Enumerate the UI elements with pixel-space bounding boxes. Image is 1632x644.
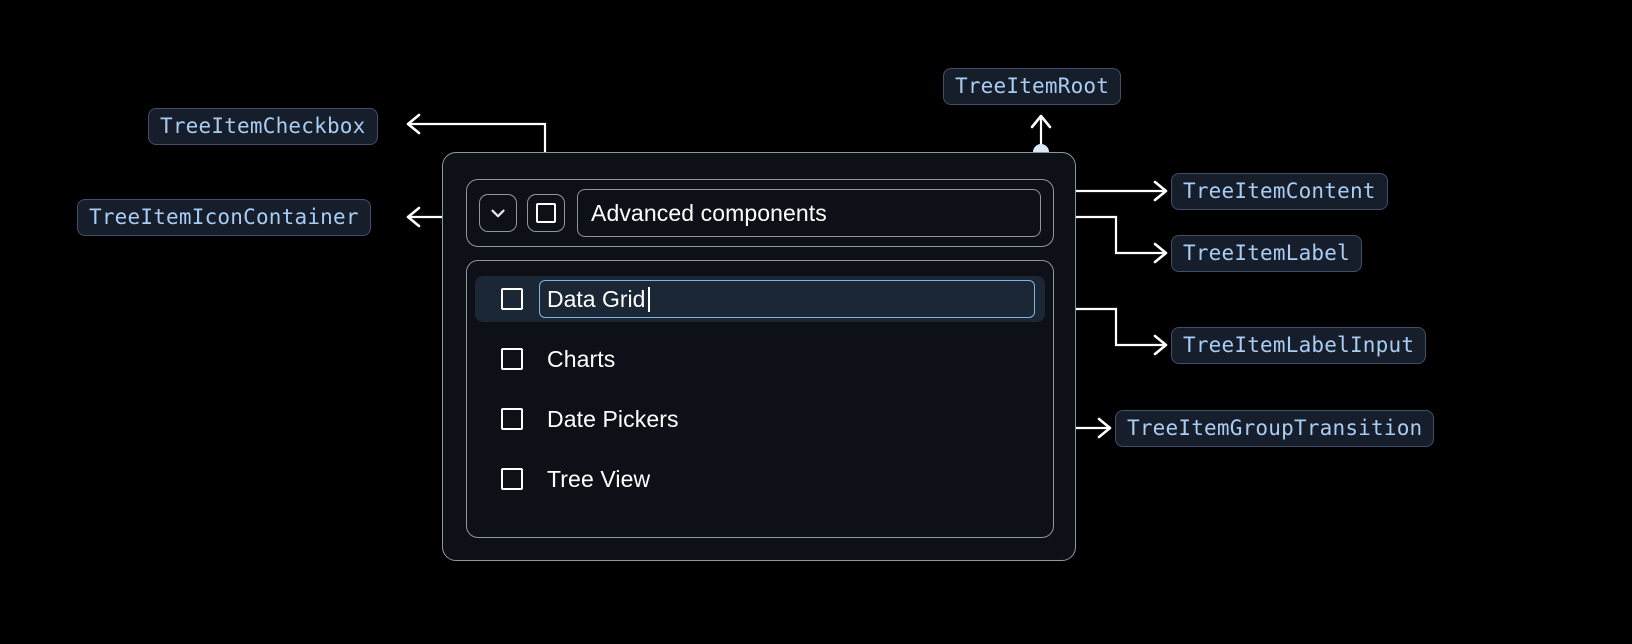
arrowhead-checkbox <box>406 113 421 135</box>
annotation-chip-tree-item-content: TreeItemContent <box>1171 173 1388 210</box>
tree-item-label-text: Advanced components <box>591 199 827 226</box>
tree-item-label-input-value: Data Grid <box>547 285 646 312</box>
tree-item-icon-container[interactable] <box>479 194 517 232</box>
annotation-chip-label: TreeItemGroupTransition <box>1127 416 1423 440</box>
tree-item-row-data-grid[interactable]: Data Grid <box>475 276 1045 322</box>
annotation-chip-label: TreeItemRoot <box>955 74 1110 98</box>
tree-item-label[interactable]: Advanced components <box>577 189 1041 237</box>
tree-item-content[interactable]: Advanced components <box>466 179 1054 247</box>
annotation-chip-label: TreeItemCheckbox <box>160 114 366 138</box>
tree-item-label: Date Pickers <box>547 405 679 432</box>
chevron-down-icon <box>491 209 505 218</box>
annotation-chip-label: TreeItemContent <box>1183 179 1376 203</box>
tree-item-checkbox[interactable] <box>527 194 565 232</box>
tree-item-label: Charts <box>547 345 616 372</box>
tree-item-label: Tree View <box>547 465 651 492</box>
arrowhead-group-transition <box>1097 417 1112 439</box>
tree-item-label-input[interactable]: Data Grid <box>539 280 1035 318</box>
tree-item-checkbox[interactable] <box>501 288 523 310</box>
annotation-chip-label: TreeItemLabelInput <box>1183 333 1415 357</box>
tree-item-row-tree-view[interactable]: Tree View <box>475 456 1045 502</box>
tree-item-root[interactable]: Advanced components Data Grid Charts Dat… <box>442 152 1076 561</box>
tree-item-row-charts[interactable]: Charts <box>475 336 1045 382</box>
annotation-chip-tree-item-checkbox: TreeItemCheckbox <box>148 108 378 145</box>
tree-item-checkbox[interactable] <box>501 468 523 490</box>
tree-item-group-transition: Data Grid Charts Date Pickers Tree View <box>466 260 1054 538</box>
annotation-chip-tree-item-icon-container: TreeItemIconContainer <box>77 199 371 236</box>
arrowhead-label <box>1153 242 1168 264</box>
annotation-chip-label: TreeItemIconContainer <box>89 205 359 229</box>
annotation-chip-tree-item-root: TreeItemRoot <box>943 68 1122 105</box>
arrowhead-label-input <box>1153 334 1168 356</box>
annotation-chip-tree-item-label: TreeItemLabel <box>1171 235 1362 272</box>
arrowhead-icon-container <box>406 206 421 228</box>
annotation-chip-tree-item-label-input: TreeItemLabelInput <box>1171 327 1427 364</box>
checkbox-square-icon <box>536 203 556 223</box>
annotation-chip-tree-item-group-transition: TreeItemGroupTransition <box>1115 410 1435 447</box>
arrowhead-content <box>1153 180 1168 202</box>
tree-item-checkbox[interactable] <box>501 408 523 430</box>
tree-item-row-date-pickers[interactable]: Date Pickers <box>475 396 1045 442</box>
arrowhead-root <box>1030 114 1052 129</box>
tree-item-checkbox[interactable] <box>501 348 523 370</box>
annotation-chip-label: TreeItemLabel <box>1183 241 1350 265</box>
text-caret <box>648 286 650 312</box>
